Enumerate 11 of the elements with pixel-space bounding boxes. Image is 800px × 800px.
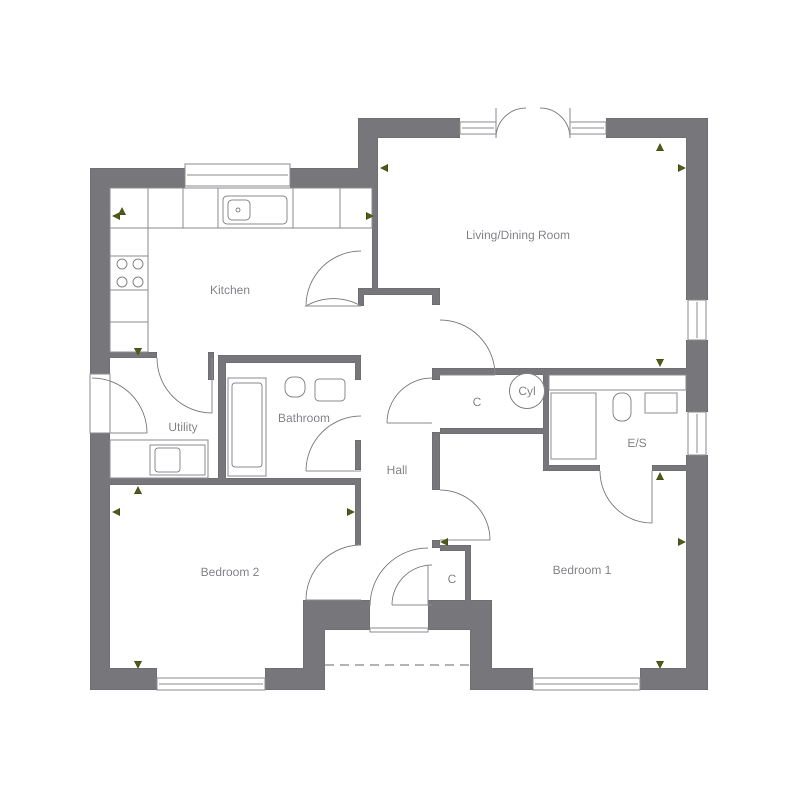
room-label: Living/Dining Room [466,229,570,241]
room-label: E/S [627,437,647,449]
cylinder-circle: Cyl [509,373,545,409]
room-label: Kitchen [210,284,250,296]
room-label: Bedroom 1 [552,564,612,576]
room-label: Bathroom [278,412,330,424]
room-label: Bedroom 2 [200,566,260,578]
room-label: Utility [168,421,198,433]
room-label: C [472,396,482,408]
room-label: Hall [386,464,408,476]
room-label: C [448,573,456,585]
